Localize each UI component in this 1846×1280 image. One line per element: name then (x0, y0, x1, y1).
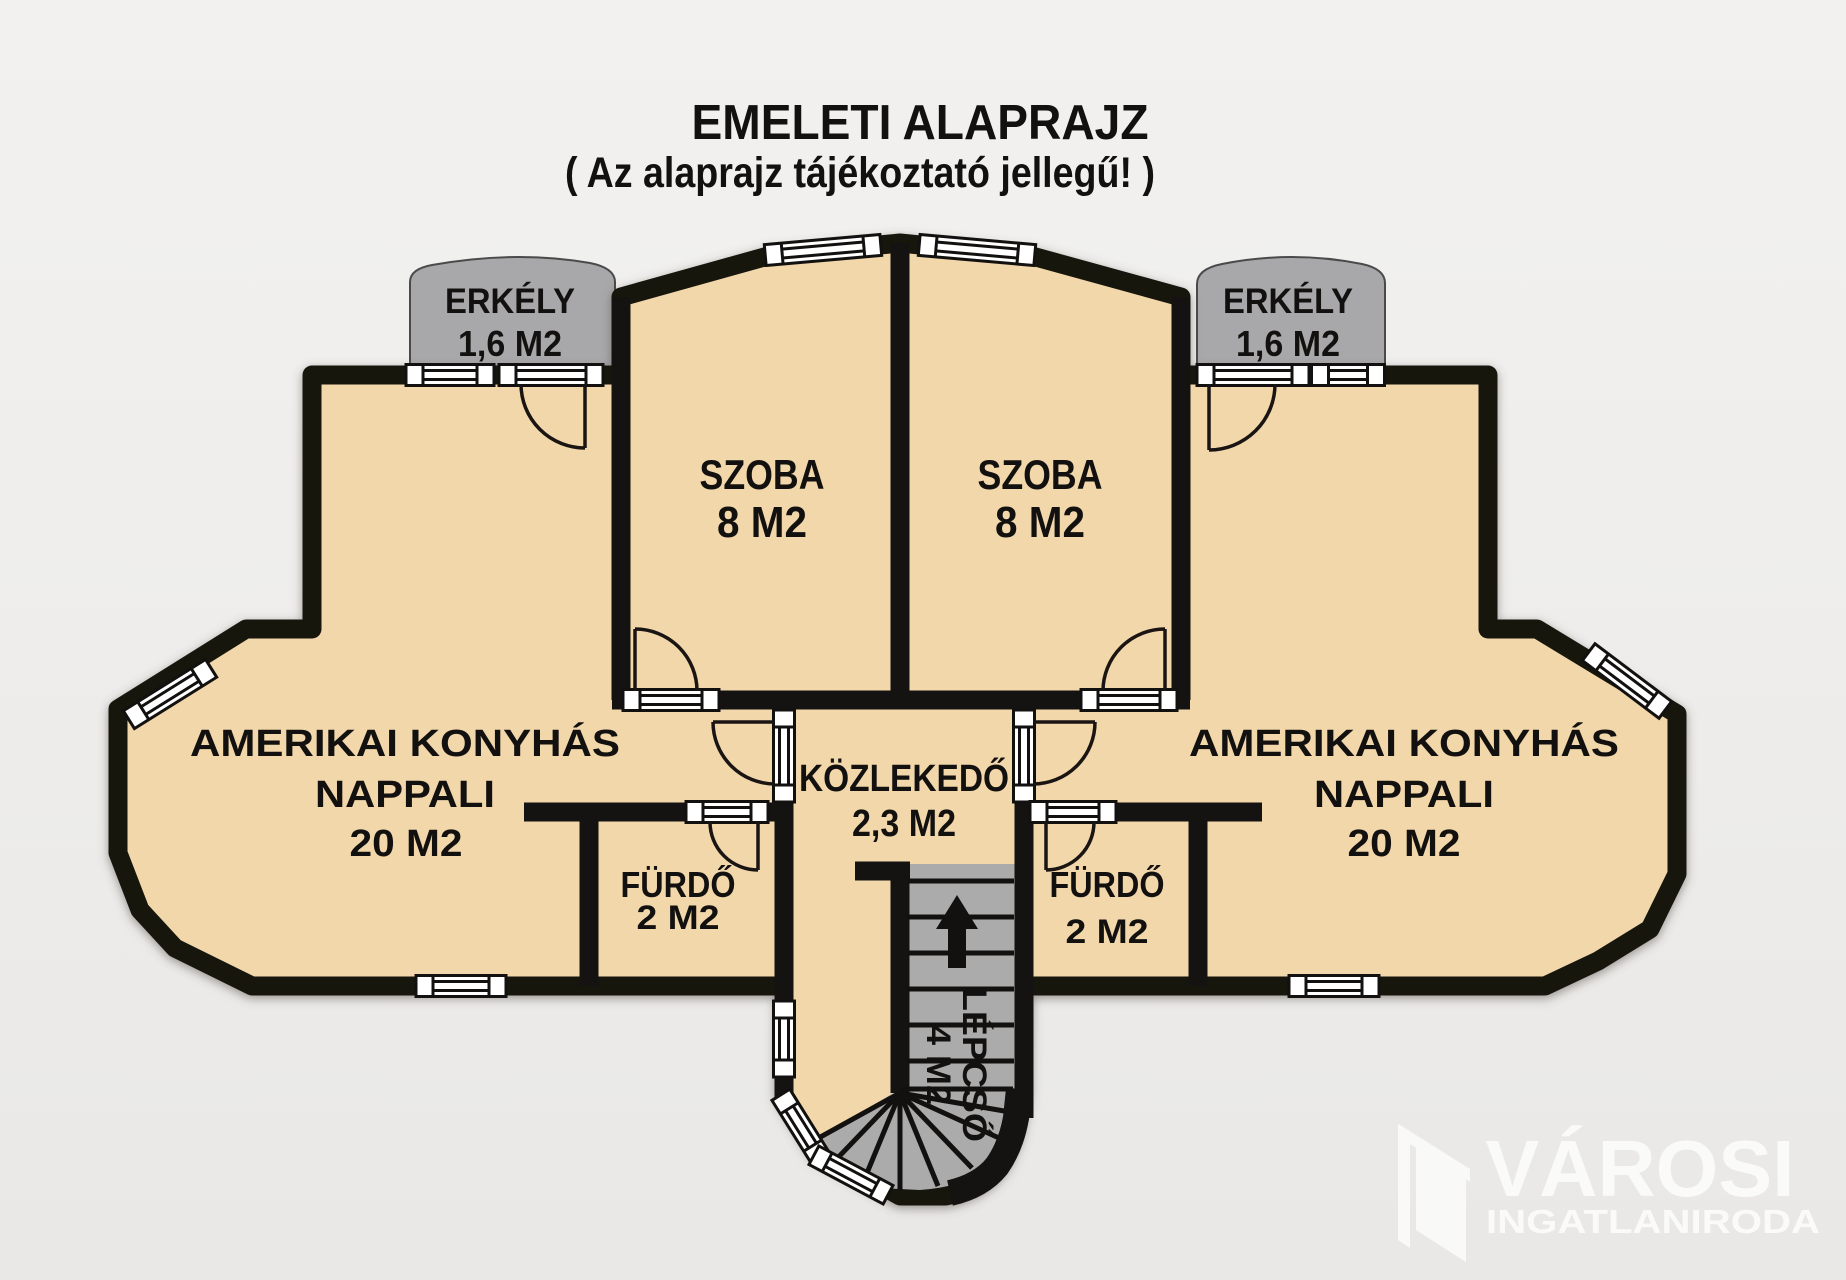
svg-text:EMELETI ALAPRAJZ: EMELETI ALAPRAJZ (692, 96, 1149, 150)
svg-text:SZOBA: SZOBA (978, 451, 1103, 498)
svg-text:1,6 M2: 1,6 M2 (1236, 323, 1340, 364)
svg-text:( Az alaprajz tájékoztató jell: ( Az alaprajz tájékoztató jellegű! ) (565, 149, 1155, 197)
svg-text:INGATLANIRODA: INGATLANIRODA (1486, 1203, 1820, 1240)
svg-text:1,6 M2: 1,6 M2 (458, 323, 562, 364)
svg-text:VÁROSI: VÁROSI (1486, 1124, 1795, 1213)
svg-text:SZOBA: SZOBA (700, 451, 825, 498)
svg-text:LÉPCSŐ: LÉPCSŐ (955, 988, 993, 1142)
svg-text:AMERIKAI KONYHÁS: AMERIKAI KONYHÁS (1189, 721, 1619, 765)
svg-text:20 M2: 20 M2 (1348, 823, 1461, 865)
svg-text:FÜRDŐ: FÜRDŐ (1050, 863, 1165, 905)
svg-text:AMERIKAI KONYHÁS: AMERIKAI KONYHÁS (190, 721, 620, 765)
svg-text:4 M2: 4 M2 (919, 1025, 957, 1105)
svg-text:NAPPALI: NAPPALI (315, 774, 495, 816)
svg-text:2 M2: 2 M2 (1066, 913, 1149, 951)
svg-text:ERKÉLY: ERKÉLY (445, 281, 575, 321)
svg-text:FÜRDŐ: FÜRDŐ (621, 863, 736, 905)
svg-text:ERKÉLY: ERKÉLY (1223, 281, 1353, 321)
svg-text:8 M2: 8 M2 (995, 498, 1085, 547)
svg-text:20 M2: 20 M2 (350, 823, 463, 865)
svg-text:8 M2: 8 M2 (717, 498, 807, 547)
svg-text:NAPPALI: NAPPALI (1314, 774, 1494, 816)
svg-text:2 M2: 2 M2 (637, 899, 720, 937)
svg-text:KÖZLEKEDŐ: KÖZLEKEDŐ (799, 756, 1009, 800)
svg-text:2,3 M2: 2,3 M2 (852, 803, 956, 845)
